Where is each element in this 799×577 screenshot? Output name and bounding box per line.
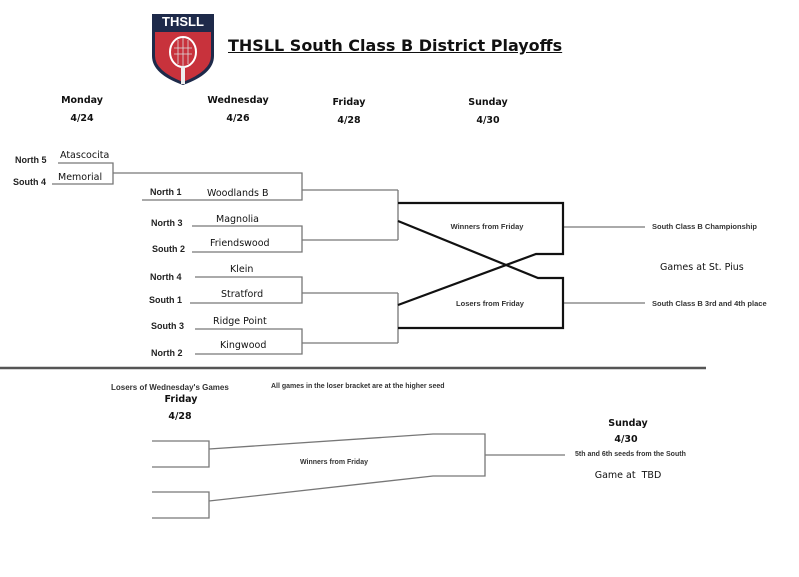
seed-label: South 4	[13, 177, 46, 187]
team-name: Kingwood	[220, 340, 267, 351]
team-name: Atascocita	[60, 150, 110, 161]
seed-label: North 5	[15, 155, 47, 165]
date-friday: 4/28	[337, 115, 361, 126]
team-name: Stratford	[221, 289, 264, 300]
team-name: Woodlands B	[207, 188, 269, 199]
seed-label: South 3	[151, 321, 184, 331]
thsll-logo: THSLL	[150, 12, 216, 86]
losers-from-friday: Losers from Friday	[456, 299, 524, 308]
loser-sunday-date: 4/30	[614, 434, 638, 445]
date-wednesday: 4/26	[226, 113, 250, 124]
day-sunday: Sunday	[468, 97, 508, 108]
loser-venue-label: Game at TBD	[594, 470, 662, 481]
loser-friday-day: Friday	[164, 394, 198, 405]
team-name: Friendswood	[210, 238, 270, 249]
championship-label: South Class B Championship	[652, 222, 758, 231]
seed-label: South 1	[149, 295, 182, 305]
date-sunday: 4/30	[476, 115, 500, 126]
seed-label: South 2	[152, 244, 185, 254]
seed-label: North 1	[150, 187, 182, 197]
fifth-sixth-label: 5th and 6th seeds from the South	[575, 451, 686, 458]
day-friday: Friday	[332, 97, 366, 108]
loser-bracket-note: All games in the loser bracket are at th…	[271, 383, 445, 390]
third-place-label: South Class B 3rd and 4th place	[652, 299, 767, 308]
venue-label: Games at St. Pius	[660, 262, 744, 273]
team-name: Ridge Point	[213, 316, 267, 327]
loser-winners-from-friday: Winners from Friday	[299, 459, 369, 466]
loser-sunday-day: Sunday	[608, 418, 648, 429]
team-name: Magnolia	[216, 214, 259, 225]
logo-text: THSLL	[162, 14, 204, 29]
seed-label: North 2	[151, 348, 183, 358]
team-name: Klein	[230, 264, 254, 275]
team-name: Memorial	[58, 172, 103, 183]
date-monday: 4/24	[70, 113, 94, 124]
loser-friday-date: 4/28	[168, 411, 192, 422]
page-title: THSLL South Class B District Playoffs	[228, 36, 563, 55]
day-wednesday: Wednesday	[207, 95, 269, 106]
loser-bracket-heading: Losers of Wednesday's Games	[111, 383, 229, 392]
seed-label: North 3	[151, 218, 183, 228]
winners-from-friday: Winners from Friday	[450, 222, 524, 231]
day-monday: Monday	[61, 95, 103, 106]
seed-label: North 4	[150, 272, 182, 282]
